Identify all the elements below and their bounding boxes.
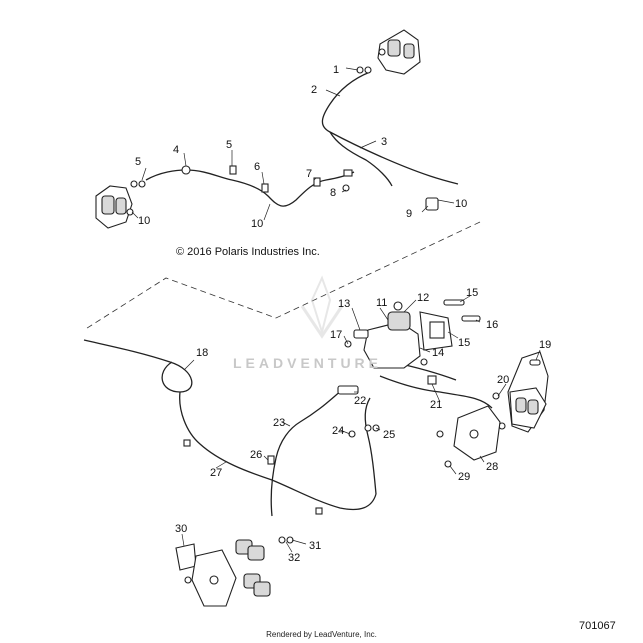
- caliper-bracket-27: [453, 405, 501, 461]
- callout-26: 21: [430, 399, 442, 411]
- upper-fittings: [126, 66, 439, 216]
- master-cylinder: [353, 301, 453, 369]
- lower-left-caliper: [175, 539, 271, 607]
- callout-15: 26: [250, 449, 262, 461]
- callout-16: 18: [196, 347, 208, 359]
- callout-5: 31: [309, 540, 321, 552]
- callout-21: 10: [138, 215, 150, 227]
- callout-10: 32: [288, 552, 300, 564]
- callout-19: 19: [539, 339, 551, 351]
- callout-14: 3: [381, 136, 387, 148]
- callout-10: 5: [135, 156, 141, 168]
- callout-1: 14: [432, 347, 444, 359]
- callout-28: 29: [458, 471, 470, 483]
- callout-6: 24: [332, 425, 344, 437]
- callout-leaders: [131, 67, 541, 553]
- callout-24: 4: [173, 144, 179, 156]
- drawing-number: 701067: [579, 620, 616, 632]
- brake-hose-14: [321, 71, 459, 187]
- copyright-notice: © 2016 Polaris Industries Inc.: [176, 246, 320, 258]
- callout-10: 25: [383, 429, 395, 441]
- callout-2: 12: [417, 292, 429, 304]
- upper-right-caliper: [377, 29, 421, 75]
- callout-5: 1: [333, 64, 339, 76]
- callout-27: 28: [486, 461, 498, 473]
- callout-8: 27: [210, 467, 222, 479]
- callout-11: 9: [406, 208, 412, 220]
- leadventure-logo-mark: [300, 275, 344, 339]
- callout-15: 6: [254, 161, 260, 173]
- callout-17: 10: [455, 198, 467, 210]
- assembly-divider: [83, 221, 481, 331]
- callout-labels: 1 2 3 4 5 5 6 7 8 9 10 10 10 11 12 13 14…: [135, 64, 551, 564]
- callout-12: 15: [458, 337, 470, 349]
- upper-left-caliper: [95, 180, 138, 229]
- callout-29: 15: [466, 287, 478, 299]
- callout-30: 2: [311, 84, 317, 96]
- callout-22: 20: [497, 374, 509, 386]
- callout-13: 30: [175, 523, 187, 535]
- callout-7: 23: [273, 417, 285, 429]
- callout-20: 16: [486, 319, 498, 331]
- callout-18: 5: [226, 139, 232, 151]
- callout-31: 8: [330, 187, 336, 199]
- rendered-by-credit: Rendered by LeadVenture, Inc.: [266, 630, 377, 639]
- callout-23: 17: [330, 329, 342, 341]
- callout-9: 22: [354, 395, 366, 407]
- callout-32: 10: [251, 218, 263, 230]
- brake-hose-7: [270, 389, 343, 517]
- brake-hose-32: [145, 169, 355, 207]
- callout-3: 11: [376, 297, 387, 309]
- lower-fittings: [183, 299, 541, 544]
- callout-4: 13: [338, 298, 350, 310]
- callout-25: 7: [306, 168, 312, 180]
- watermark-text: LEADVENTURE: [233, 355, 383, 371]
- lower-right-caliper: [498, 351, 549, 433]
